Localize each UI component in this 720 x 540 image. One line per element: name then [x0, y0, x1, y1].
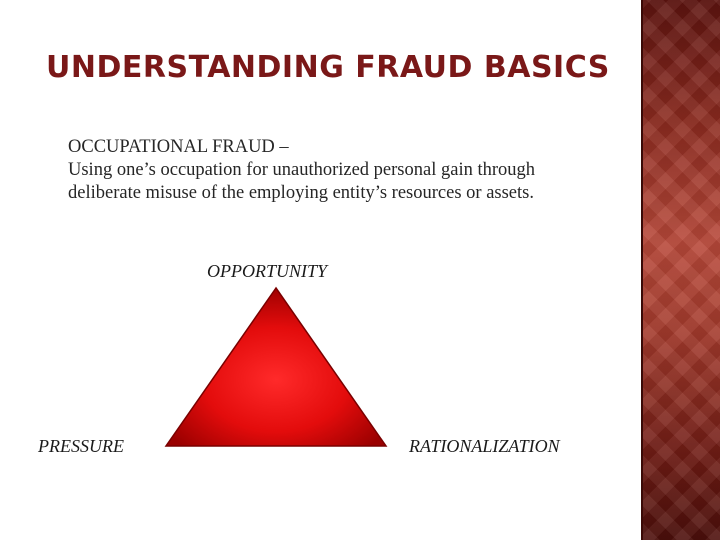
fraud-triangle — [164, 286, 388, 447]
decorative-side-band — [641, 0, 720, 540]
definition-line-2: deliberate misuse of the employing entit… — [68, 183, 534, 203]
definition-block: OCCUPATIONAL FRAUD – Using one’s occupat… — [68, 136, 638, 205]
slide-title: UNDERSTANDING FRAUD BASICS — [46, 50, 610, 85]
definition-heading: OCCUPATIONAL FRAUD – — [68, 137, 289, 157]
triangle-shape — [164, 286, 388, 447]
rationalization-label: RATIONALIZATION — [409, 436, 560, 456]
opportunity-label: OPPORTUNITY — [207, 261, 328, 281]
pressure-label: PRESSURE — [38, 436, 124, 456]
definition-line-1: Using one’s occupation for unauthorized … — [68, 160, 536, 180]
